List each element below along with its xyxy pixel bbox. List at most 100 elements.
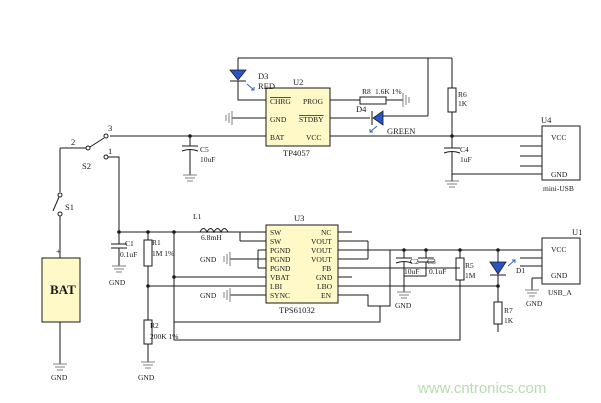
c5-value: 10uF <box>200 155 215 164</box>
r5-resistor <box>455 257 465 281</box>
r1-value: 1M 1% <box>152 249 174 258</box>
u3-pin-lbi: LBI <box>270 282 283 291</box>
u2-pin-gnd: GND <box>270 115 287 124</box>
u3-pin-nc: NC <box>321 228 331 237</box>
u3-ref: U3 <box>294 213 304 223</box>
wire <box>108 156 120 232</box>
wire <box>380 250 391 307</box>
r5-ref: R5 <box>465 261 474 270</box>
s2-contact <box>103 133 109 139</box>
c1-ref: C1 <box>125 239 134 248</box>
c3-ref: C3 <box>427 257 436 266</box>
u3-pin-gnd: GND <box>316 273 333 282</box>
junction <box>496 284 500 288</box>
wire-pgnd <box>257 249 266 269</box>
c3-value: 0.1uF <box>429 267 446 276</box>
d4-led-icon <box>372 110 384 126</box>
u4-pins <box>520 145 542 167</box>
c4-plate <box>443 151 461 154</box>
u4-pin-vcc: VCC <box>551 133 566 142</box>
c4-ref: C4 <box>460 145 469 154</box>
s1-lever <box>52 196 60 212</box>
s2-pin2: 2 <box>71 137 75 147</box>
wire-en <box>338 294 380 307</box>
l1-value: 6.8mH <box>201 233 222 242</box>
u3-pin-sw2: SW <box>270 237 282 246</box>
d3-ref: D3 <box>258 71 268 81</box>
u1-pins <box>520 257 542 267</box>
gnd-label: GND <box>526 299 543 308</box>
c5-plate <box>181 149 199 152</box>
wire <box>531 277 542 290</box>
u1-pin-vcc: VCC <box>551 245 566 254</box>
r1-resistor <box>143 239 153 267</box>
r7-value: 1K <box>504 316 514 325</box>
ground-icon <box>112 265 126 273</box>
ground-icon <box>225 111 233 125</box>
s2-pin3: 3 <box>108 123 112 133</box>
d3-led-icon <box>229 69 247 81</box>
r5-value: 1M <box>465 271 476 280</box>
ground-icon <box>223 252 231 266</box>
gnd-label: GND <box>51 373 68 382</box>
u2-chip <box>265 87 331 147</box>
r6-value: 1K <box>458 99 468 108</box>
r8-value: 1.6K 1% <box>375 87 402 96</box>
u2-pin-prog: PROG <box>303 97 324 106</box>
u1-connector <box>541 237 581 285</box>
s1-contact <box>57 192 63 198</box>
c2-ref: C2 <box>410 257 419 266</box>
wire <box>237 81 266 101</box>
s1-ref: S1 <box>65 202 74 212</box>
u3-pin-pgnd2: PGND <box>270 255 291 264</box>
c2-value: 10uF <box>404 267 419 276</box>
r2-ref: R2 <box>150 321 159 330</box>
ground-icon <box>402 93 410 107</box>
u3-pin-vbat: VBAT <box>270 273 290 282</box>
r7-ref: R7 <box>504 306 513 315</box>
u3-pin-vout3: VOUT <box>311 255 332 264</box>
s1-contact <box>57 211 63 217</box>
gnd-label: GND <box>395 301 412 310</box>
ground-icon <box>397 291 411 299</box>
u3-pin-pgnd1: PGND <box>270 246 291 255</box>
c2-plate <box>395 261 413 264</box>
ground-icon <box>141 361 155 369</box>
battery-label: BAT <box>50 282 76 297</box>
gnd-label: GND <box>200 255 217 264</box>
u4-connector <box>541 125 581 181</box>
gnd-label: GND <box>109 278 126 287</box>
ground-icon <box>53 363 67 371</box>
s2-contact <box>85 145 91 151</box>
d1-led-icon <box>489 261 507 275</box>
u2-pin-vcc: VCC <box>306 133 321 142</box>
battery <box>41 257 81 323</box>
u3-pin-sync: SYNC <box>270 291 290 300</box>
wire-r5 <box>173 280 461 341</box>
u4-ref: U4 <box>541 115 552 125</box>
u1-ref: U1 <box>572 227 582 237</box>
u2-part: TP4057 <box>283 148 310 158</box>
ground-icon <box>445 180 459 188</box>
d1-ref: D1 <box>516 266 525 275</box>
wire <box>428 57 453 88</box>
led-arrow-icon <box>507 259 516 267</box>
u3-pin-fb: FB <box>322 264 331 273</box>
r6-ref: R6 <box>458 90 467 99</box>
r8-ref: R8 <box>362 87 371 96</box>
r8-resistor <box>359 96 387 105</box>
u3-pin-sw1: SW <box>270 228 282 237</box>
l1-inductor <box>199 228 229 234</box>
s2-lever <box>89 137 105 148</box>
u3-pin-lbo: LBO <box>317 282 333 291</box>
ground-icon <box>525 289 539 297</box>
gnd-label: GND <box>138 373 155 382</box>
ground-icon <box>223 288 231 302</box>
r2-value: 200K 1% <box>150 332 179 341</box>
c1-value: 0.1uF <box>120 250 137 259</box>
u1-part: USB_A <box>548 288 572 297</box>
u3-pin-vout2: VOUT <box>311 246 332 255</box>
led-arrow-icon <box>369 125 378 133</box>
s2-pin1: 1 <box>108 146 112 156</box>
